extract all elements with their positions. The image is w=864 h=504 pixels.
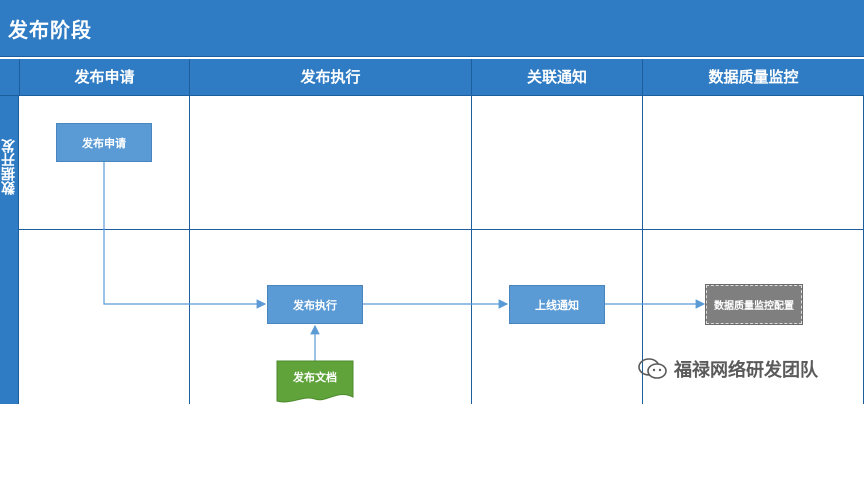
phase-header-monitor: 数据质量监控 [642,59,864,96]
node-apply[interactable]: 发布申请 [56,123,152,162]
column-divider [471,96,472,404]
lane-label-dev: 数据开发 [1,139,17,195]
column-divider [642,96,643,404]
lane-label-test: 测试人员 [1,438,17,494]
diagram-title: 发布阶段 [8,18,92,42]
phase-header-execute: 发布执行 [189,59,471,96]
node-execute[interactable]: 发布执行 [267,285,363,324]
phase-header-row: 发布申请 发布执行 关联通知 数据质量监控 [0,58,864,96]
node-doc-label: 发布文档 [292,370,337,384]
lane-label-strip: 数据开发 测试人员 [0,96,19,494]
phase-header-notify: 关联通知 [471,59,642,96]
lane-divider [19,229,864,230]
column-divider [189,96,190,404]
node-doc[interactable]: 发布文档 [276,360,354,404]
watermark: 福禄网络研发团队 [638,356,818,382]
title-bar: 发布阶段 [0,0,864,57]
connector-apply-to-execute [103,162,267,309]
node-notify[interactable]: 上线通知 [509,285,605,324]
wechat-icon [638,358,667,379]
node-monitor-config[interactable]: 数据质量监控配置 [705,284,803,325]
phase-header-apply: 发布申请 [19,59,189,96]
watermark-text: 福禄网络研发团队 [674,360,818,381]
document-shape [276,360,354,403]
